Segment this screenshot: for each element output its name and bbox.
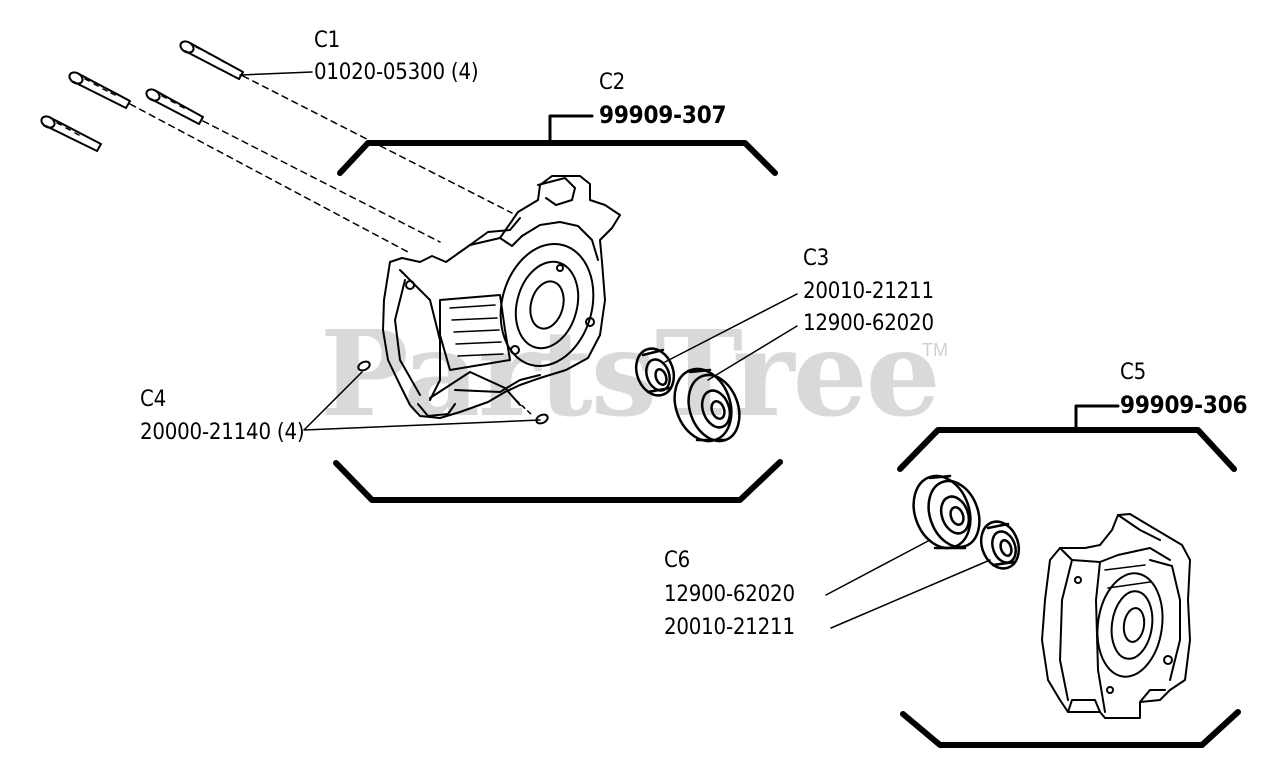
c3-part-number-b[interactable]: 12900-62020 <box>803 311 934 336</box>
bearing-c3 <box>673 367 741 443</box>
bracket-c2 <box>333 114 783 503</box>
c2-part-number[interactable]: 99909-307 <box>599 101 727 129</box>
leader-c6 <box>825 539 991 629</box>
bolt <box>40 115 102 152</box>
c3-part-number-a[interactable]: 20010-21211 <box>803 279 934 304</box>
leader-c4 <box>303 371 541 431</box>
c2-ref-label: C2 <box>599 70 626 95</box>
watermark-trademark: TM <box>922 340 948 360</box>
leader-c3 <box>664 293 798 381</box>
c3-ref-label: C3 <box>803 246 830 271</box>
c4-part-number[interactable]: 20000-21140 (4) <box>140 420 305 445</box>
bracket-c5 <box>897 404 1241 748</box>
watermark-text: PartsTree <box>320 304 941 443</box>
c6-ref-label: C6 <box>664 548 691 573</box>
bolt <box>68 71 131 109</box>
c6-part-number-b[interactable]: 20010-21211 <box>664 615 795 640</box>
crankcase-left <box>382 175 621 419</box>
bolt <box>179 40 244 80</box>
seal-c3 <box>634 347 676 397</box>
c5-ref-label: C5 <box>1120 360 1147 385</box>
leader-c1 <box>239 71 313 76</box>
crankcase-right <box>1041 513 1191 719</box>
bearing-c6 <box>912 474 981 550</box>
c4-ref-label: C4 <box>140 387 167 412</box>
bolt <box>145 88 204 125</box>
c1-ref-label: C1 <box>314 28 341 53</box>
c6-part-number-a[interactable]: 12900-62020 <box>664 582 795 607</box>
bolt-group <box>40 40 244 152</box>
assembly-dashed-lines <box>129 75 513 253</box>
pin-group <box>357 360 549 425</box>
seal-c6 <box>979 520 1021 570</box>
c5-part-number[interactable]: 99909-306 <box>1120 391 1248 419</box>
c1-part-number[interactable]: 01020-05300 (4) <box>314 60 479 85</box>
